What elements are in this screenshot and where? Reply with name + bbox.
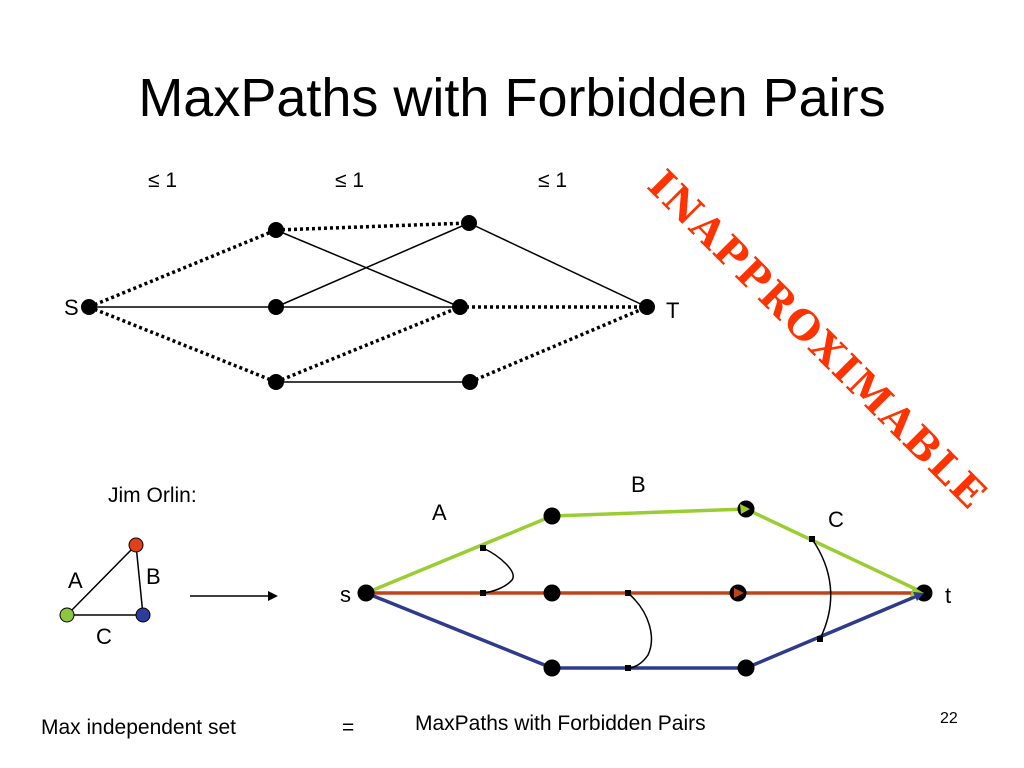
node-l1-top <box>268 222 284 238</box>
footer-equals: = <box>342 716 355 739</box>
node-t <box>639 299 655 315</box>
node-l2-mid <box>452 299 468 315</box>
node-small-s <box>357 584 375 602</box>
triangle-node-left <box>59 607 75 623</box>
footer-right: MaxPaths with Forbidden Pairs <box>415 712 706 735</box>
triangle-label-a: A <box>68 568 83 593</box>
slide-title: MaxPaths with Forbidden Pairs <box>138 68 886 128</box>
small-source-label: s <box>340 582 351 607</box>
capacity-label-2: ≤ 1 <box>335 169 365 192</box>
forbidden-pair-a <box>482 547 514 594</box>
green-path <box>365 507 925 595</box>
solid-edges <box>89 222 648 383</box>
path-label-c: C <box>828 507 844 532</box>
forbidden-pair-b <box>627 592 653 669</box>
triangle-graph <box>59 537 151 623</box>
credit-label: Jim Orlin: <box>108 484 197 507</box>
source-label: S <box>64 295 79 320</box>
colored-graph <box>357 500 933 677</box>
node-l2-top <box>461 215 477 231</box>
triangle-label-b: B <box>146 564 161 589</box>
footer-left: Max independent set <box>41 716 236 739</box>
path-label-b: B <box>631 472 646 497</box>
triangle-label-c: C <box>96 624 112 649</box>
reduction-arrow <box>190 591 278 601</box>
triangle-node-right <box>135 607 151 623</box>
graph-nodes <box>81 215 655 390</box>
small-sink-label: t <box>945 583 952 608</box>
forbidden-pair-c <box>811 538 832 640</box>
node-s <box>81 299 97 315</box>
sink-label: T <box>666 298 680 323</box>
node-l1-bot <box>268 374 284 390</box>
capacity-label-1: ≤ 1 <box>148 169 178 192</box>
node-l1-mid <box>268 299 284 315</box>
blue-path <box>365 591 925 670</box>
capacity-label-3: ≤ 1 <box>538 169 568 192</box>
edge-arrowheads <box>734 504 924 601</box>
triangle-node-top <box>128 537 144 553</box>
path-label-a: A <box>432 500 447 525</box>
page-number: 22 <box>940 710 958 727</box>
dotted-edges <box>88 221 648 384</box>
node-l2-bot <box>462 374 478 390</box>
